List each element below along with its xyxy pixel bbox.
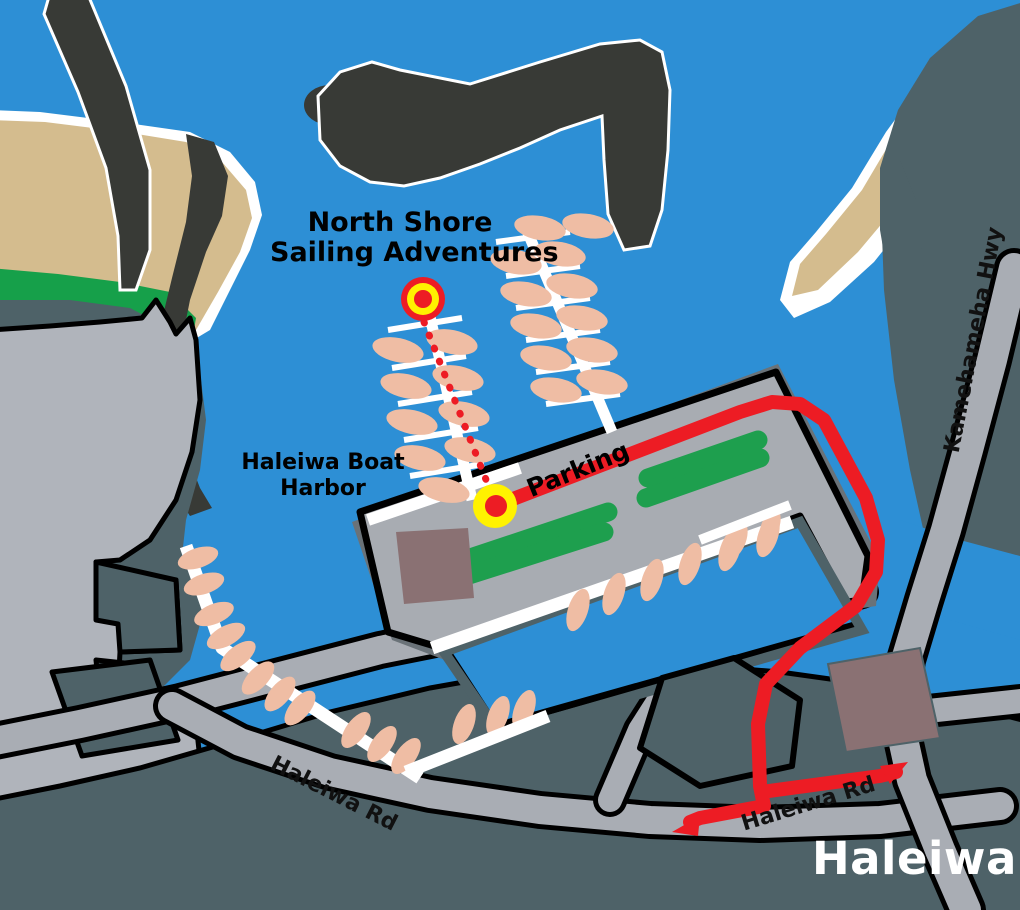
destination-marker	[401, 277, 445, 321]
parking-median	[636, 448, 770, 508]
route-arrow-east	[880, 762, 908, 784]
wharf-notch-upper	[93, 559, 183, 655]
route-arrow-west	[672, 816, 700, 836]
parking-median	[638, 430, 768, 488]
route-overlay	[493, 395, 908, 836]
boats-west-shore	[177, 546, 536, 774]
dock-line-south-west	[403, 709, 551, 779]
marker-center-dot	[414, 290, 432, 308]
route-end-dot	[485, 495, 507, 517]
pier-b-boats	[490, 213, 628, 403]
walking-path-dotted	[420, 318, 498, 504]
breakwater-main	[316, 38, 672, 252]
parking-median	[456, 522, 614, 586]
land-dark-east-wedge	[880, 160, 962, 560]
parking-median	[460, 502, 618, 568]
road-haleiwa-rd-south-fill	[158, 692, 1014, 838]
pier-a-boats	[372, 329, 496, 503]
parking-medians	[456, 430, 770, 586]
dock-line-inner-basin	[698, 500, 792, 545]
building-harbor-office	[396, 528, 474, 604]
road-kamehameha-hwy-fill	[883, 253, 1020, 910]
breakwater-northwest-finger	[42, 0, 152, 292]
pier-b-group	[490, 213, 628, 435]
land-block-east	[826, 646, 942, 754]
pier-a-group	[372, 306, 496, 503]
